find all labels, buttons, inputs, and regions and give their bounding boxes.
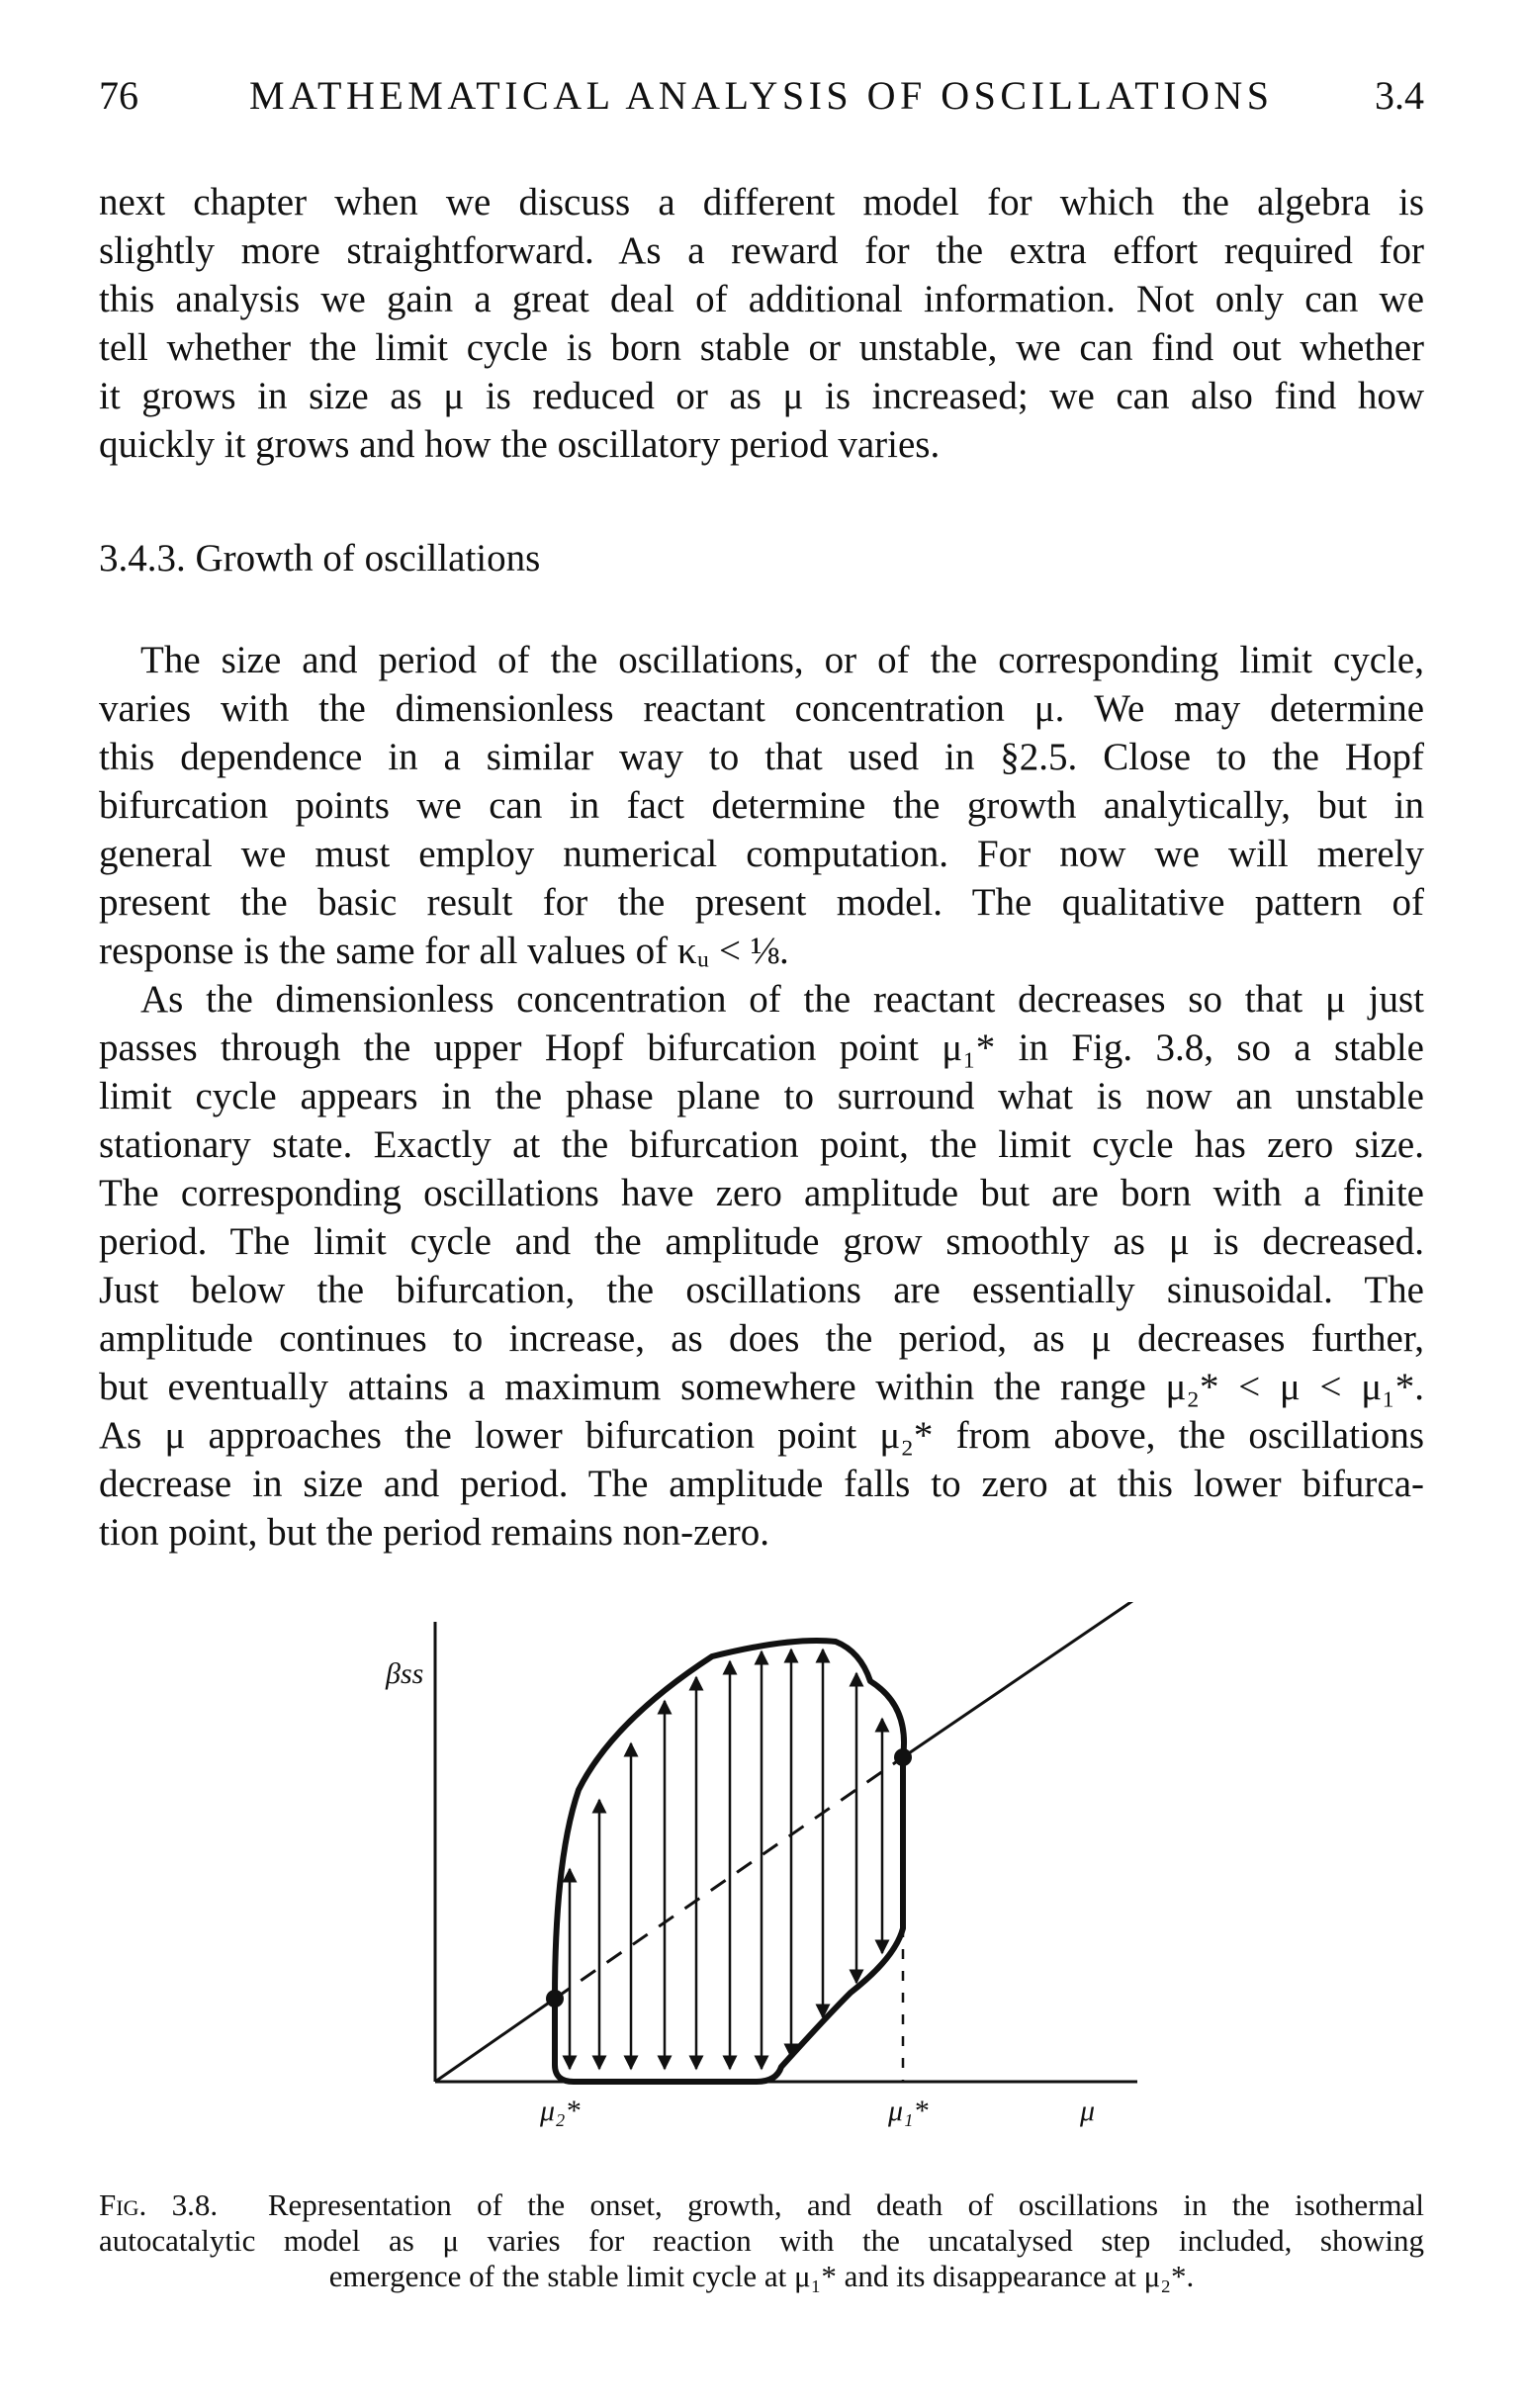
text-line: amplitude continues to increase, as does… (99, 1317, 1424, 1360)
paragraph-continuation: next chapter when we discuss a different… (99, 178, 1424, 469)
caption-line: autocatalytic model as μ varies for reac… (99, 2223, 1424, 2258)
caption-line: Fig. 3.8. Representation of the onset, g… (99, 2187, 1424, 2223)
hopf-point-mu2 (546, 1990, 564, 2007)
figure-caption: Fig. 3.8. Representation of the onset, g… (99, 2187, 1424, 2294)
text-line: bifurcation points we can in fact determ… (99, 784, 1424, 827)
text-line: The corresponding oscillations have zero… (99, 1172, 1424, 1214)
text-line: period. The limit cycle and the amplitud… (99, 1220, 1424, 1263)
limit-cycle-envelope (552, 1638, 907, 2085)
text-line: next chapter when we discuss a different… (99, 181, 1424, 223)
text-line: As μ approaches the lower bifurcation po… (99, 1414, 1424, 1457)
text-line: it grows in size as μ is reduced or as μ… (99, 375, 1424, 417)
text-line: varies with the dimensionless reactant c… (99, 687, 1424, 730)
text-line: general we must employ numerical computa… (99, 833, 1424, 875)
figure-3-8: βss μ₂* μ₁* μ (356, 1602, 1167, 2156)
tick-label-mu2: μ₂* (540, 2095, 581, 2127)
text-line: passes through the upper Hopf bifurcatio… (99, 1026, 1424, 1069)
text-line: this dependence in a similar way to that… (99, 736, 1424, 778)
unstable-branch-dashed (554, 1755, 904, 2001)
text-line: but eventually attains a maximum somewhe… (99, 1366, 1424, 1408)
page-number: 76 (99, 73, 138, 118)
text-line: decrease in size and period. The amplitu… (99, 1463, 1424, 1505)
hopf-point-mu1 (894, 1748, 912, 1766)
paragraph-bifurcation: As the dimensionless concentration of th… (99, 975, 1424, 1557)
x-axis-label: μ (1080, 2095, 1096, 2127)
tick-label-mu1: μ₁* (888, 2095, 929, 2127)
text-line: slightly more straightforward. As a rewa… (99, 229, 1424, 272)
running-title: MATHEMATICAL ANALYSIS OF OSCILLATIONS (249, 73, 1274, 118)
text-line: response is the same for all values of κ… (99, 930, 789, 972)
caption-text: Representation of the onset, growth, and… (267, 2187, 1424, 2222)
text-line: this analysis we gain a great deal of ad… (99, 278, 1424, 320)
text-line: present the basic result for the present… (99, 881, 1424, 924)
bifurcation-diagram (433, 1602, 1137, 2085)
text-line: tell whether the limit cycle is born sta… (99, 326, 1424, 369)
stable-branch-upper (902, 1602, 1133, 1759)
running-head: 76 MATHEMATICAL ANALYSIS OF OSCILLATIONS… (99, 71, 1424, 121)
stable-branch-lower (434, 1997, 556, 2084)
text-line: quickly it grows and how the oscillatory… (99, 423, 941, 466)
text-line: limit cycle appears in the phase plane t… (99, 1075, 1424, 1117)
text-line: Just below the bifurcation, the oscillat… (99, 1269, 1424, 1311)
section-heading: 3.4.3. Growth of oscillations (99, 537, 541, 580)
paragraph-growth: The size and period of the oscillations,… (99, 636, 1424, 975)
caption-figure-label: Fig. 3.8. (99, 2187, 219, 2222)
text-line: stationary state. Exactly at the bifurca… (99, 1123, 1424, 1166)
caption-line: emergence of the stable limit cycle at μ… (328, 2259, 1195, 2293)
section-number: 3.4 (1375, 73, 1424, 118)
text-line: As the dimensionless concentration of th… (140, 978, 1424, 1021)
text-line: tion point, but the period remains non-z… (99, 1511, 770, 1554)
text-line: The size and period of the oscillations,… (140, 639, 1424, 681)
y-axis-label: βss (386, 1657, 424, 1690)
